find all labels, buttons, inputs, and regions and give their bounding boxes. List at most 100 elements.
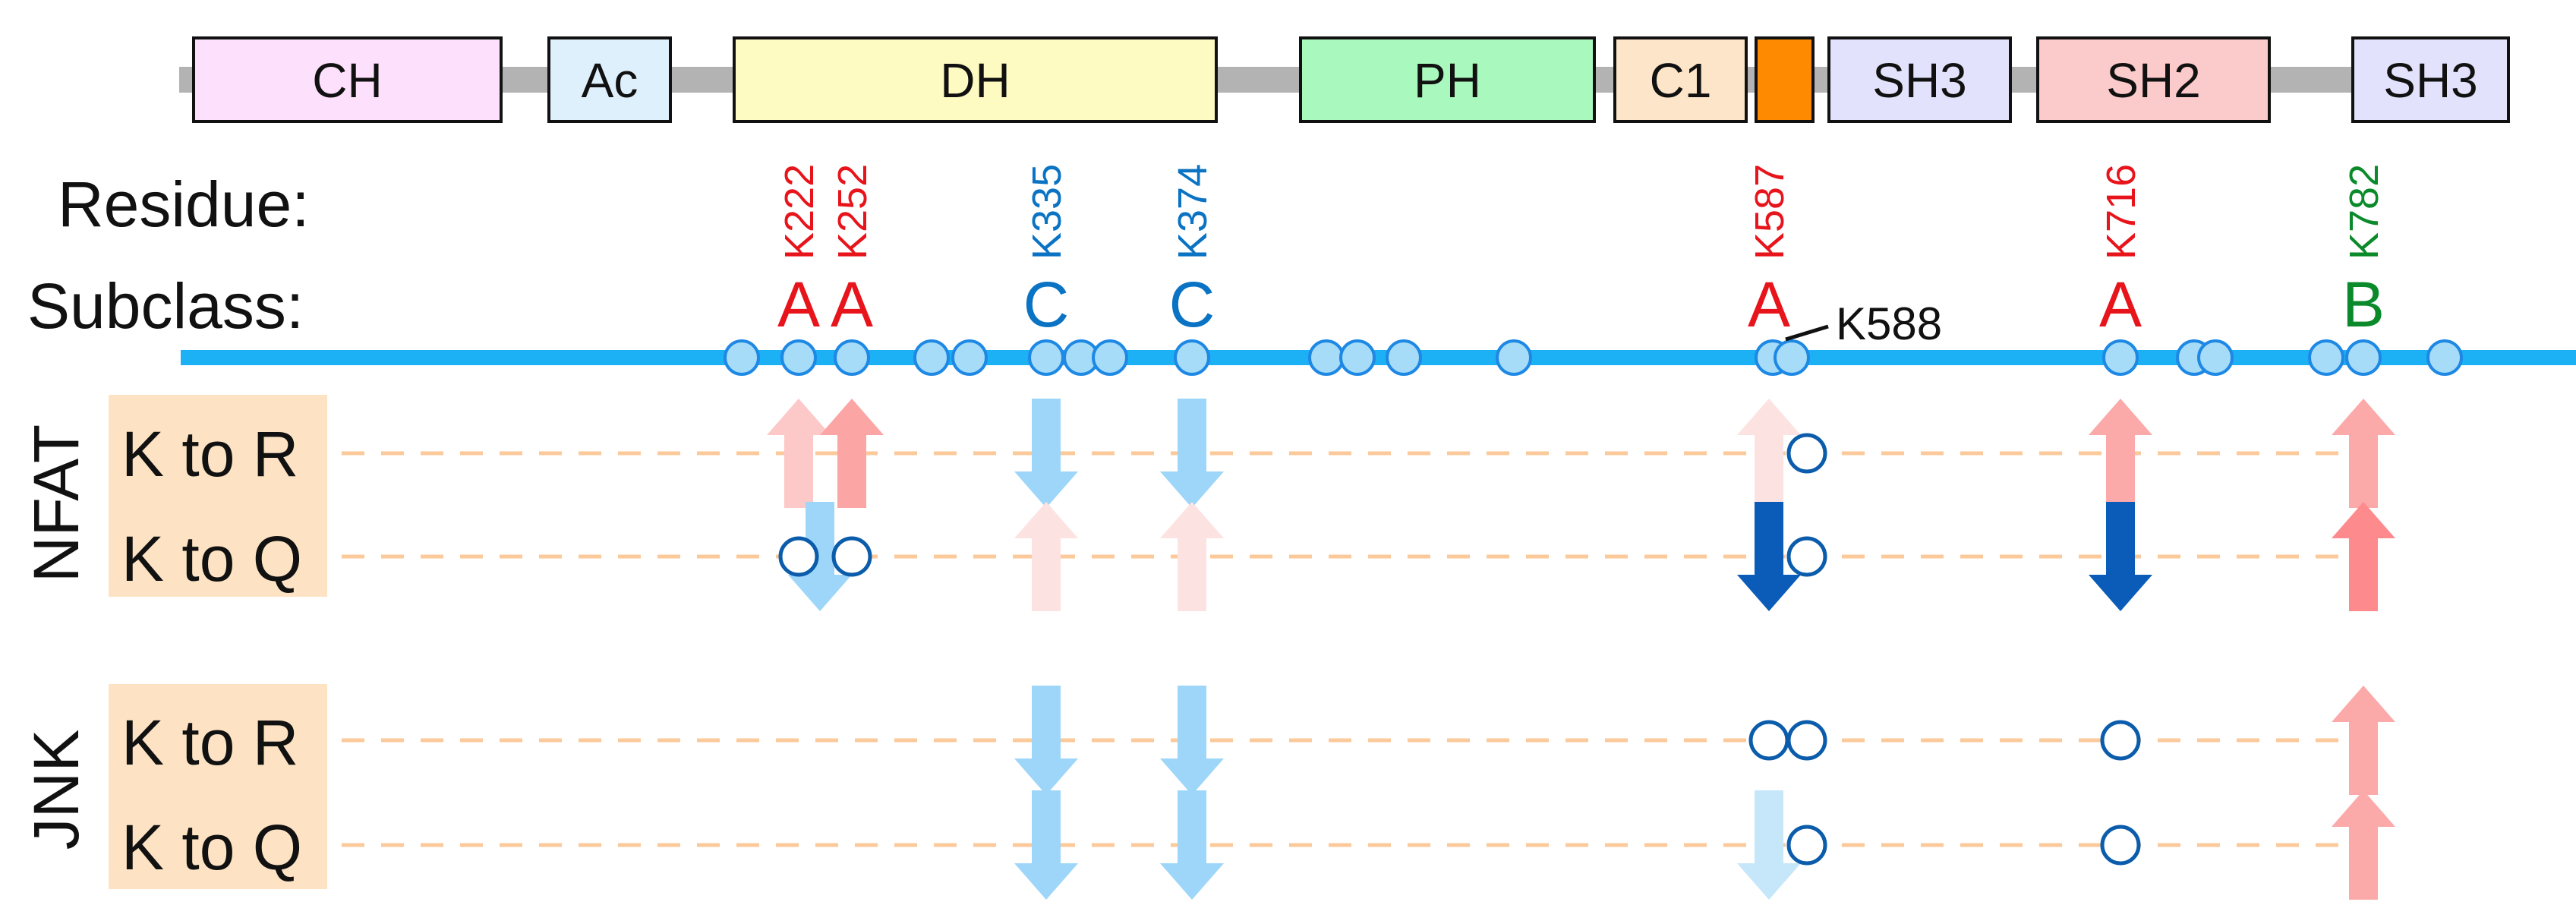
domain-label: SH3 (1872, 53, 1967, 108)
lysine-site (1092, 339, 1128, 376)
no-effect-marker (1786, 825, 1827, 866)
lysine-site (2102, 339, 2139, 376)
increase-arrow (1160, 502, 1224, 611)
domain-sh3: SH3 (1827, 36, 2012, 123)
residue-label: K587 (1747, 164, 1792, 260)
no-effect-marker (1786, 536, 1827, 577)
group-jnk: JNK K to R K to Q (20, 684, 327, 889)
domain-box (547, 36, 672, 123)
lysine-site (1774, 339, 1810, 376)
increase-arrow (2332, 790, 2395, 900)
k588-pointer (1785, 324, 1829, 342)
subclass-letter: C (1169, 269, 1215, 340)
domain-label: PH (1414, 53, 1481, 108)
row-label: K to R (121, 418, 298, 490)
lysine-site (2308, 339, 2344, 376)
lysine-site (2345, 339, 2382, 376)
increase-arrow (1737, 399, 1801, 508)
residue-label: K782 (2341, 164, 2387, 260)
residue-label: K222 (777, 164, 822, 260)
decrease-arrow (1160, 790, 1224, 900)
residue-label: K252 (830, 164, 875, 260)
row-label: K to Q (121, 812, 302, 883)
increase-arrow (1014, 502, 1078, 611)
group-label: JNK (20, 730, 92, 850)
subclass-letter: C (1023, 269, 1070, 340)
subclass-letter: A (2099, 269, 2142, 340)
decrease-arrow (1014, 399, 1078, 508)
lysine-site (1028, 339, 1064, 376)
lysine-site (2426, 339, 2463, 376)
group-label: NFAT (20, 424, 92, 582)
domain-dh: DH (733, 36, 1218, 123)
decrease-arrow (1737, 790, 1801, 900)
increase-arrow (767, 399, 831, 508)
domain-c1: C1 (1613, 36, 1748, 123)
domain-architecture: CH Ac DH PH C1 SH3 SH2 SH3 (179, 36, 2510, 123)
k588-label: K588 (1836, 298, 1942, 349)
increase-arrow (2089, 399, 2152, 508)
subclass-letter: A (1748, 269, 1790, 340)
mutation-effects (767, 399, 2395, 900)
subclass-letter: A (831, 269, 873, 340)
row-label: K to Q (121, 523, 302, 594)
decrease-arrow (1737, 502, 1801, 611)
group-label-box (109, 395, 327, 597)
residue-heading: Residue: (58, 169, 310, 240)
domain-label: CH (312, 53, 382, 108)
no-effect-marker (1786, 720, 1827, 761)
lysine-sites (724, 339, 2463, 376)
subclass-heading: Subclass: (27, 270, 304, 342)
lysine-site (724, 339, 760, 376)
domain-linker (1755, 36, 1815, 123)
decrease-arrow (1014, 790, 1078, 900)
decrease-arrow (788, 502, 852, 611)
lysine-site (780, 339, 817, 376)
domain-ph: PH (1299, 36, 1596, 123)
no-effect-marker (1748, 720, 1789, 761)
lysine-site (1174, 339, 1210, 376)
no-effect-marker (778, 536, 819, 577)
domain-label: SH2 (2106, 53, 2201, 108)
residue-label: K374 (1170, 164, 1215, 260)
domain-box (2036, 36, 2271, 123)
decrease-arrow (1014, 686, 1078, 795)
lysine-site (2197, 339, 2234, 376)
row-label: K to R (121, 707, 298, 778)
no-effect-marker (1786, 433, 1827, 474)
lysine-site (834, 339, 870, 376)
lysine-site (1339, 339, 1376, 376)
domain-box (192, 36, 503, 123)
increase-arrow (820, 399, 884, 508)
lysine-site (913, 339, 950, 376)
decrease-arrow (2089, 502, 2152, 611)
no-effect-marker (2100, 825, 2141, 866)
group-label-box (109, 684, 327, 889)
lysine-site (1308, 339, 1345, 376)
domain-box (2351, 36, 2510, 123)
domain-sh2: SH2 (2036, 36, 2271, 123)
decrease-arrow (1160, 686, 1224, 795)
domain-label: C1 (1650, 53, 1712, 108)
no-effect-marker (2100, 720, 2141, 761)
lysine-site (1496, 339, 1532, 376)
no-effect-marker (831, 536, 872, 577)
domain-sh3: SH3 (2351, 36, 2510, 123)
increase-arrow (2332, 686, 2395, 795)
domain-label: Ac (582, 53, 638, 108)
subclass-letter: A (777, 269, 820, 340)
domain-box (1613, 36, 1748, 123)
subclass-letter: B (2342, 269, 2385, 340)
domain-box (1827, 36, 2012, 123)
domain-label: SH3 (2383, 53, 2478, 108)
group-nfat: NFAT K to R K to Q (20, 395, 327, 597)
decrease-arrow (1160, 399, 1224, 508)
increase-arrow (2332, 502, 2395, 611)
